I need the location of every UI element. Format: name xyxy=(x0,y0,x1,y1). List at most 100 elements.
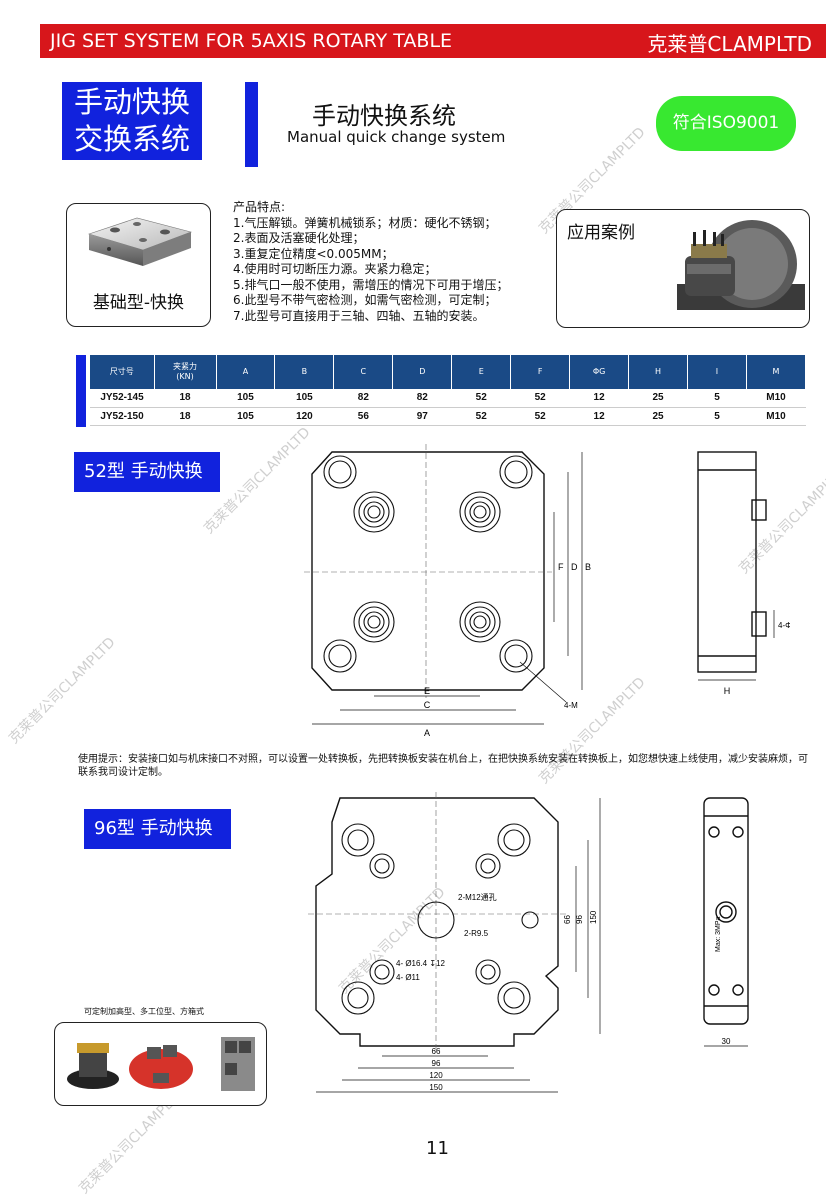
dim-30: 30 xyxy=(722,1037,731,1046)
dim-a: A xyxy=(424,728,430,738)
col-header: M xyxy=(746,355,807,389)
dim-m: 4-M xyxy=(564,701,578,710)
base-type-label: 基础型-快换 xyxy=(92,293,185,313)
dim-66-vertical: 66 xyxy=(563,915,572,924)
section-96-label: 96型 手动快换 xyxy=(84,809,231,849)
col-header: F xyxy=(510,355,571,389)
dim-f: F xyxy=(558,562,564,572)
table-cell: 18 xyxy=(154,389,216,408)
col-header: C xyxy=(333,355,394,389)
application-case-card: 应用案例 xyxy=(556,209,810,328)
category-title-line1: 手动快换 xyxy=(73,85,190,119)
col-header: ΦG xyxy=(569,355,630,389)
table-cell: M10 xyxy=(746,389,806,408)
col-header: H xyxy=(628,355,688,389)
drawing-52-side-view: H 4-ΦG xyxy=(697,451,790,696)
drawing-96-top-view: 66 96 120 150 66 96 150 2-M12通孔 2-R9.5 4… xyxy=(308,792,601,1093)
note-radius: 2-R9.5 xyxy=(464,929,489,938)
table-accent-bar xyxy=(76,355,86,427)
watermark: 克莱普公司CLAMPLTD xyxy=(6,634,119,747)
drawing-52-top-view: E C A F D B 4-M xyxy=(304,444,591,738)
note-tap: 2-M12通孔 xyxy=(458,892,497,902)
col-header: A xyxy=(216,355,276,389)
spec-table: 尺寸号 夹紧力 (KN) A B C D E F ΦG H I M JY52-1… xyxy=(90,355,807,426)
feature-item: 6.此型号不带气密检测，如需气密检测，可定制； xyxy=(233,293,497,307)
table-cell: 25 xyxy=(628,389,688,408)
table-cell: 97 xyxy=(392,407,452,426)
note-cbore: 4- Ø16.4 ↧12 xyxy=(396,959,446,968)
table-cell: 105 xyxy=(216,389,275,408)
dim-h: H xyxy=(724,686,731,696)
side-label: Max: 3MPa xyxy=(715,916,722,952)
table-cell: 120 xyxy=(274,407,334,426)
dim-96-vertical: 96 xyxy=(575,915,584,924)
table-cell: 105 xyxy=(274,389,334,408)
table-cell: 5 xyxy=(687,389,747,408)
dim-120: 120 xyxy=(429,1071,443,1080)
base-type-card: 基础型-快换 xyxy=(66,203,211,327)
feature-item: 5.排气口一般不使用，需增压的情况下可用于增压； xyxy=(233,277,509,292)
title-accent-bar xyxy=(245,82,258,167)
dim-c: C xyxy=(424,700,431,710)
table-cell: 56 xyxy=(333,407,393,426)
table-row: JY52-145 18 105 105 82 82 52 52 12 25 5 … xyxy=(90,389,806,408)
category-title-box: 手动快换 交换系统 xyxy=(62,82,202,160)
custom-options-label: 可定制加高型、多工位型、方箱式 xyxy=(84,1007,204,1016)
note-hole: 4- Ø11 xyxy=(396,973,420,982)
iso-badge: 符合ISO9001 xyxy=(656,96,796,151)
table-cell: 52 xyxy=(451,389,511,408)
table-cell: 82 xyxy=(392,389,452,408)
feature-item: 7.此型号可直接用于三轴、四轴、五轴的安装。 xyxy=(233,308,485,323)
dim-150-vertical: 150 xyxy=(589,910,598,924)
feature-item: 4.使用时可切断压力源。夹紧力稳定； xyxy=(233,262,437,276)
col-header: D xyxy=(392,355,453,389)
category-title-line2: 交换系统 xyxy=(73,122,190,156)
table-row: JY52-150 18 105 120 56 97 52 52 12 25 5 … xyxy=(90,407,806,426)
header-title: JIG SET SYSTEM FOR 5AXIS ROTARY TABLE xyxy=(50,30,453,52)
page-header: JIG SET SYSTEM FOR 5AXIS ROTARY TABLE 克莱… xyxy=(40,24,826,58)
dim-d: D xyxy=(571,562,578,572)
table-cell: 12 xyxy=(569,389,629,408)
table-cell: 52 xyxy=(510,407,570,426)
custom-product-images xyxy=(67,1037,255,1091)
table-cell: 82 xyxy=(333,389,393,408)
feature-item: 3.重复定位精度<0.005MM； xyxy=(233,246,394,261)
dim-e: E xyxy=(424,686,430,696)
table-cell: 12 xyxy=(569,407,629,426)
product-features: 产品特点: 1.气压解锁。弹簧机械锁系；材质：硬化不锈钢； 2.表面及活塞硬化处… xyxy=(233,200,508,324)
base-plate-image xyxy=(88,217,192,266)
dim-150: 150 xyxy=(429,1083,443,1092)
dim-66: 66 xyxy=(432,1047,441,1056)
col-header: 尺寸号 xyxy=(90,355,155,389)
table-cell: 105 xyxy=(216,407,275,426)
table-cell: 5 xyxy=(687,407,747,426)
main-title-cn: 手动快换系统 xyxy=(312,102,456,130)
col-header: I xyxy=(687,355,747,389)
usage-tip: 使用提示：安装接口如与机床接口不对照，可以设置一处转换板，先把转换板安装在机台上… xyxy=(78,754,808,778)
header-brand: 克莱普CLAMPLTD xyxy=(647,32,812,56)
page-number: 11 xyxy=(426,1138,449,1159)
table-cell: JY52-145 xyxy=(90,389,154,408)
col-header: E xyxy=(451,355,512,389)
table-cell: 25 xyxy=(628,407,688,426)
table-cell: 52 xyxy=(451,407,511,426)
table-cell: 18 xyxy=(154,407,216,426)
drawing-96-side-view: Max: 3MPa 30 xyxy=(703,797,749,1047)
table-cell: 52 xyxy=(510,389,570,408)
custom-options-card xyxy=(54,1022,267,1106)
col-header: 夹紧力 (KN) xyxy=(154,355,217,389)
table-header-row: 尺寸号 夹紧力 (KN) A B C D E F ΦG H I M xyxy=(90,355,807,389)
application-case-label: 应用案例 xyxy=(567,223,635,243)
application-case-image xyxy=(677,220,805,310)
col-header: B xyxy=(274,355,335,389)
feature-item: 1.气压解锁。弹簧机械锁系；材质：硬化不锈钢； xyxy=(233,215,497,230)
features-heading: 产品特点: xyxy=(233,200,286,214)
dim-b: B xyxy=(585,562,591,572)
main-title-en: Manual quick change system xyxy=(287,128,506,146)
dim-96: 96 xyxy=(432,1059,441,1068)
table-cell: M10 xyxy=(746,407,806,426)
section-52-label: 52型 手动快换 xyxy=(74,452,220,492)
dim-g: 4-ΦG xyxy=(778,621,790,630)
feature-item: 2.表面及活塞硬化处理； xyxy=(233,231,365,245)
table-cell: JY52-150 xyxy=(90,407,154,426)
